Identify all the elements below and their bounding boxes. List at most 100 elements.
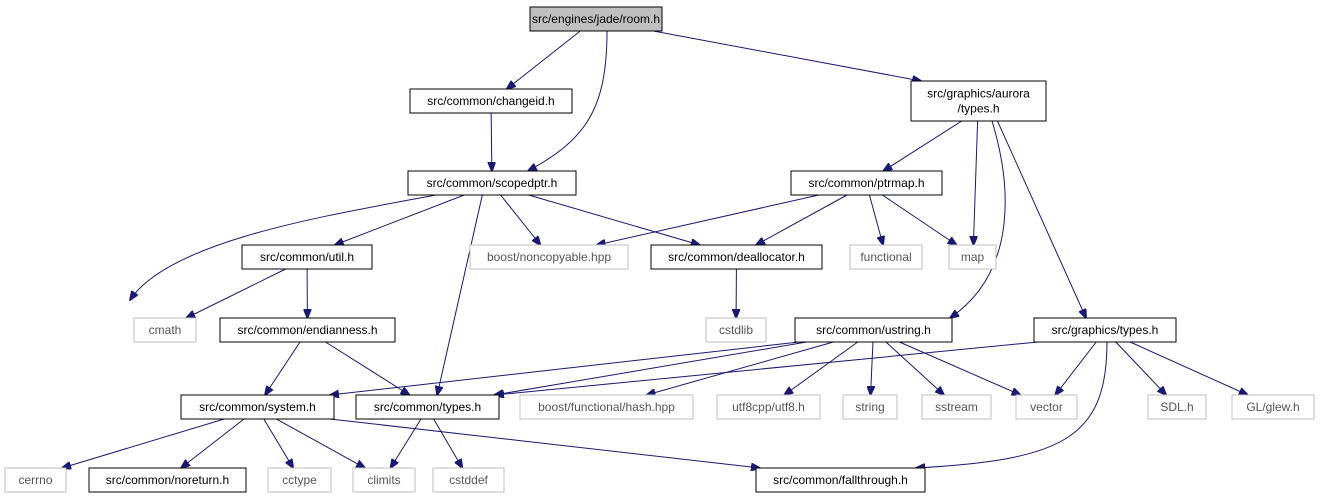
node-label: src/common/changeid.h: [427, 94, 554, 108]
node-sdl: SDL.h: [1147, 394, 1207, 420]
node-ustring[interactable]: src/common/ustring.h: [794, 317, 953, 343]
node-label: src/common/noreturn.h: [106, 473, 229, 487]
node-hash: boost/functional/hash.hpp: [519, 394, 694, 420]
node-fallthrough[interactable]: src/common/fallthrough.h: [755, 467, 926, 493]
node-box: [469, 244, 629, 270]
node-label: functional: [860, 250, 911, 264]
node-box: [842, 394, 898, 420]
node-label: boost/functional/hash.hpp: [538, 400, 675, 414]
node-utf8: utf8cpp/utf8.h: [716, 394, 821, 420]
node-box: [180, 394, 335, 420]
nodes-layer: src/engines/jade/room.h src/common/change…: [4, 6, 1315, 493]
node-box: [849, 244, 923, 270]
node-deallocator[interactable]: src/common/deallocator.h: [650, 244, 823, 270]
node-sstream: sstream: [921, 394, 992, 420]
node-label: /types.h: [957, 102, 999, 116]
node-label: src/engines/jade/room.h: [532, 12, 660, 26]
edges-layer: [62, 30, 1248, 468]
edge-system-to-fallthrough: [329, 418, 760, 468]
edge-system-to-cctype: [263, 418, 293, 468]
node-box: [133, 317, 197, 343]
node-box: [948, 244, 997, 270]
edge-graphics_types-to-sdl: [1115, 341, 1166, 395]
node-ptrmap[interactable]: src/common/ptrmap.h: [790, 170, 943, 196]
edge-ustring-to-system: [330, 341, 800, 395]
node-label: cstdlib: [719, 323, 753, 337]
edge-scopedptr-to-noncopyable: [500, 194, 541, 245]
node-climits: climits: [352, 467, 416, 493]
edge-room-to-changeid: [507, 30, 581, 89]
node-cmath: cmath: [133, 317, 197, 343]
node-noncopyable: boost/noncopyable.hpp: [469, 244, 629, 270]
node-endianness[interactable]: src/common/endianness.h: [219, 317, 396, 343]
edge-graphics_types-to-fallthrough: [916, 341, 1108, 468]
node-box: [519, 394, 694, 420]
edge-system-to-climits: [276, 418, 365, 468]
edge-system-to-noreturn: [181, 418, 245, 468]
node-box: [1015, 394, 1078, 420]
node-box: [921, 394, 992, 420]
node-label: boost/noncopyable.hpp: [487, 250, 611, 264]
node-box: [1231, 394, 1315, 420]
node-graphics_types[interactable]: src/graphics/types.h: [1033, 317, 1177, 343]
node-noreturn[interactable]: src/common/noreturn.h: [88, 467, 247, 493]
node-label: src/common/system.h: [199, 400, 316, 414]
node-box: [219, 317, 396, 343]
node-label: climits: [367, 473, 400, 487]
edge-ustring-to-sstream: [885, 341, 944, 395]
node-box: [409, 88, 573, 114]
node-label: src/graphics/aurora: [927, 87, 1030, 101]
edge-ptrmap-to-map: [882, 194, 956, 245]
node-label: utf8cpp/utf8.h: [732, 400, 805, 414]
node-string: string: [842, 394, 898, 420]
node-label: GL/glew.h: [1246, 400, 1299, 414]
edge-util-to-cmath: [186, 268, 286, 318]
node-label: src/common/fallthrough.h: [773, 473, 908, 487]
node-box: [705, 317, 767, 343]
edge-room-to-aurora_types: [653, 30, 921, 81]
edge-ustring-to-types: [494, 341, 807, 395]
node-types[interactable]: src/common/types.h: [355, 394, 500, 420]
edge-room-to-scopedptr: [528, 30, 608, 171]
node-label: SDL.h: [1160, 400, 1193, 414]
edge-types-to-cstddef: [433, 418, 463, 468]
node-functional: functional: [849, 244, 923, 270]
node-label: map: [961, 250, 985, 264]
edge-ustring-to-string: [871, 341, 873, 395]
node-label: cmath: [149, 323, 182, 337]
node-label: src/common/util.h: [260, 250, 354, 264]
node-box: [241, 244, 373, 270]
node-system[interactable]: src/common/system.h: [180, 394, 335, 420]
node-aurora_types[interactable]: src/graphics/aurora/types.h: [910, 80, 1047, 122]
node-label: src/common/ptrmap.h: [808, 176, 924, 190]
edge-scopedptr-to-system: [130, 194, 437, 300]
node-box: [910, 80, 1047, 122]
edge-ustring-to-utf8: [784, 341, 859, 395]
node-cerrno: cerrno: [4, 467, 67, 493]
node-util[interactable]: src/common/util.h: [241, 244, 373, 270]
node-box: [529, 6, 663, 32]
node-cstdlib: cstdlib: [705, 317, 767, 343]
node-box: [4, 467, 67, 493]
node-box: [1033, 317, 1177, 343]
node-room[interactable]: src/engines/jade/room.h: [529, 6, 663, 32]
edge-graphics_types-to-types: [495, 341, 1039, 395]
node-label: cstddef: [449, 473, 488, 487]
node-vector: vector: [1015, 394, 1078, 420]
node-label: cerrno: [18, 473, 52, 487]
edge-system-to-cerrno: [62, 418, 225, 468]
edge-types-to-climits: [391, 418, 422, 468]
node-scopedptr[interactable]: src/common/scopedptr.h: [407, 170, 577, 196]
node-glew: GL/glew.h: [1231, 394, 1315, 420]
edge-ptrmap-to-noncopyable: [597, 194, 819, 245]
node-cctype: cctype: [267, 467, 332, 493]
node-label: src/common/scopedptr.h: [427, 176, 558, 190]
node-label: src/common/types.h: [374, 400, 481, 414]
edge-scopedptr-to-deallocator: [528, 194, 700, 245]
node-changeid[interactable]: src/common/changeid.h: [409, 88, 573, 114]
node-box: [267, 467, 332, 493]
node-label: src/common/endianness.h: [237, 323, 377, 337]
node-label: src/common/ustring.h: [816, 323, 931, 337]
node-label: cctype: [282, 473, 317, 487]
